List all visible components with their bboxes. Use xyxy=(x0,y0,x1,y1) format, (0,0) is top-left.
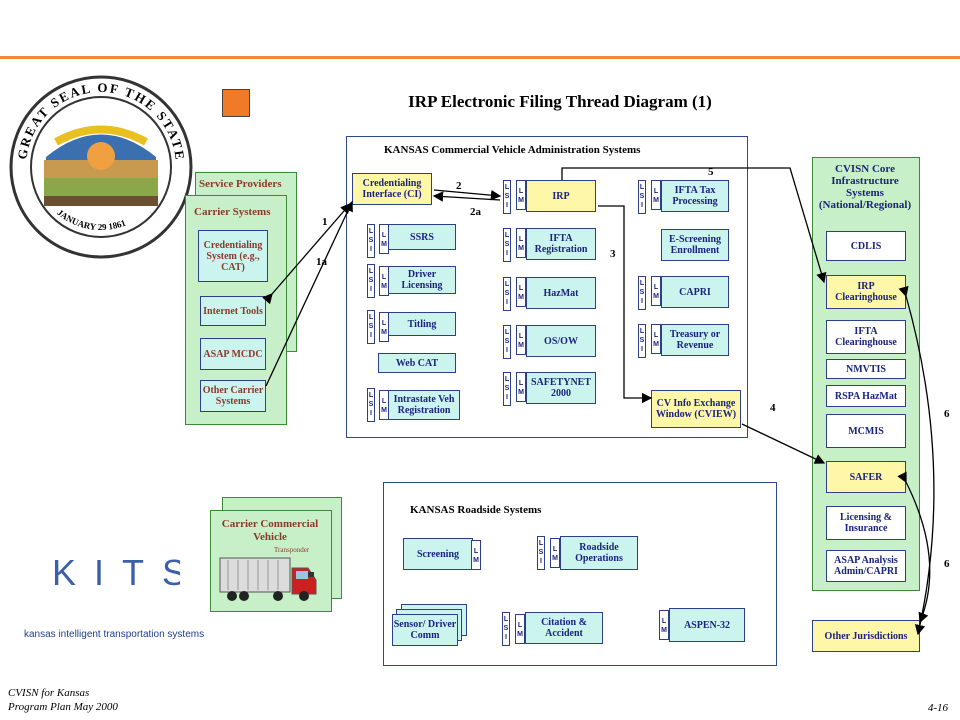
irp-box: IRP xyxy=(526,180,596,212)
kits-tagline: kansas intelligent transportation system… xyxy=(24,629,205,640)
kits-logo-icon: KITS xyxy=(50,555,180,589)
lm-tag: L M xyxy=(516,228,526,258)
lm-tag: L M xyxy=(516,277,526,307)
page-number: 4-16 xyxy=(927,702,948,714)
ifta-registration-box: IFTA Registration xyxy=(526,228,596,260)
carrier-systems-title: Carrier Systems xyxy=(194,206,271,218)
flow-number-2: 2 xyxy=(456,180,462,192)
citation-accident-box: Citation & Accident xyxy=(525,612,603,644)
capri-box: CAPRI xyxy=(661,276,729,308)
lm-tag: L M xyxy=(651,180,661,210)
lm-tag: L M xyxy=(651,276,661,306)
screening-box: Screening xyxy=(403,538,473,570)
truck-icon xyxy=(219,557,317,601)
header-rule xyxy=(0,56,960,59)
flow-number-1: 1 xyxy=(322,216,328,228)
ssrs-box: SSRS xyxy=(388,224,456,250)
lsi-tag: L S I xyxy=(537,536,545,570)
e-screening-enrollment-box: E-Screening Enrollment xyxy=(661,229,729,261)
roadside-operations-box: Roadside Operations xyxy=(560,536,638,570)
driver-licensing-box: Driver Licensing xyxy=(388,266,456,294)
lsi-tag: L S I xyxy=(503,180,511,214)
other-carrier-systems-box: Other Carrier Systems xyxy=(200,380,266,412)
flow-number-2a: 2a xyxy=(470,206,481,218)
ifta-tax-processing-box: IFTA Tax Processing xyxy=(661,180,729,212)
flow-number-6b: 6 xyxy=(944,558,950,570)
lsi-tag: L S I xyxy=(367,388,375,422)
lm-tag: L M xyxy=(516,325,526,355)
lsi-tag: L S I xyxy=(367,264,375,298)
os-ow-box: OS/OW xyxy=(526,325,596,357)
roadside-title: KANSAS Roadside Systems xyxy=(410,504,542,516)
lsi-tag: L S I xyxy=(503,325,511,359)
titling-box: Titling xyxy=(388,312,456,336)
lm-tag: L M xyxy=(516,180,526,210)
lm-tag: L M xyxy=(471,540,481,570)
flow-number-6: 6 xyxy=(944,408,950,420)
sensor-driver-comm-box: Sensor/ Driver Comm xyxy=(392,614,458,646)
aspen-32-box: ASPEN-32 xyxy=(669,608,745,642)
lsi-tag: L S I xyxy=(503,228,511,262)
kansas-cva-title: KANSAS Commercial Vehicle Administration… xyxy=(384,144,641,156)
asap-mcdc-box: ASAP MCDC xyxy=(200,338,266,370)
flow-number-5: 5 xyxy=(708,166,714,178)
flow-number-4: 4 xyxy=(770,402,776,414)
treasury-revenue-box: Treasury or Revenue xyxy=(661,324,729,356)
flow-number-1a: 1a xyxy=(316,256,327,268)
lsi-tag: L S I xyxy=(638,324,646,358)
lsi-tag: L S I xyxy=(638,180,646,214)
licensing-insurance-box: Licensing & Insurance xyxy=(826,506,906,540)
cview-box: CV Info Exchange Window (CVIEW) xyxy=(651,390,741,428)
lsi-tag: L S I xyxy=(638,276,646,310)
lsi-tag: L S I xyxy=(503,277,511,311)
svg-text:KITS: KITS xyxy=(52,555,180,589)
lm-tag: L M xyxy=(550,538,560,568)
safetynet-2000-box: SAFETYNET 2000 xyxy=(526,372,596,404)
carrier-vehicle-title: Carrier Commercial Vehicle xyxy=(221,518,319,543)
flow-number-3: 3 xyxy=(610,248,616,260)
kansas-seal-icon: GREAT SEAL OF THE STATE OF KANSAS JANUAR… xyxy=(6,72,193,259)
intrastate-veh-registration-box: Intrastate Veh Registration xyxy=(388,390,460,420)
lm-tag: L M xyxy=(659,610,669,640)
safer-box: SAFER xyxy=(826,461,906,493)
footer-line-1: CVISN for Kansas xyxy=(8,687,90,699)
lm-tag: L M xyxy=(515,614,525,644)
service-providers-title: Service Providers xyxy=(199,178,282,190)
diagram-title: IRP Electronic Filing Thread Diagram (1) xyxy=(408,92,712,111)
transponder-label: Transponder xyxy=(274,546,310,554)
mcmis-box: MCMIS xyxy=(826,414,906,448)
lsi-tag: L S I xyxy=(367,310,375,344)
credentialing-interface-box: Credentialing Interface (CI) xyxy=(352,173,432,205)
lsi-tag: L S I xyxy=(502,612,510,646)
footer-text: CVISN for Kansas Program Plan May 2000 xyxy=(8,686,118,714)
internet-tools-box: Internet Tools xyxy=(200,296,266,326)
credentialing-system-box: Credentialing System (e.g., CAT) xyxy=(198,230,268,282)
lm-tag: L M xyxy=(651,324,661,354)
lsi-tag: L S I xyxy=(503,372,511,406)
footer-line-2: Program Plan May 2000 xyxy=(8,701,118,713)
cdlis-box: CDLIS xyxy=(826,231,906,261)
hazmat-box: HazMat xyxy=(526,277,596,309)
cvisn-core-title: CVISN Core Infrastructure Systems (Natio… xyxy=(818,163,912,211)
web-cat-box: Web CAT xyxy=(378,353,456,373)
lsi-tag: L S I xyxy=(367,224,375,258)
lm-tag: L M xyxy=(516,372,526,402)
irp-clearinghouse-box: IRP Clearinghouse xyxy=(826,275,906,309)
orange-marker xyxy=(222,89,250,117)
